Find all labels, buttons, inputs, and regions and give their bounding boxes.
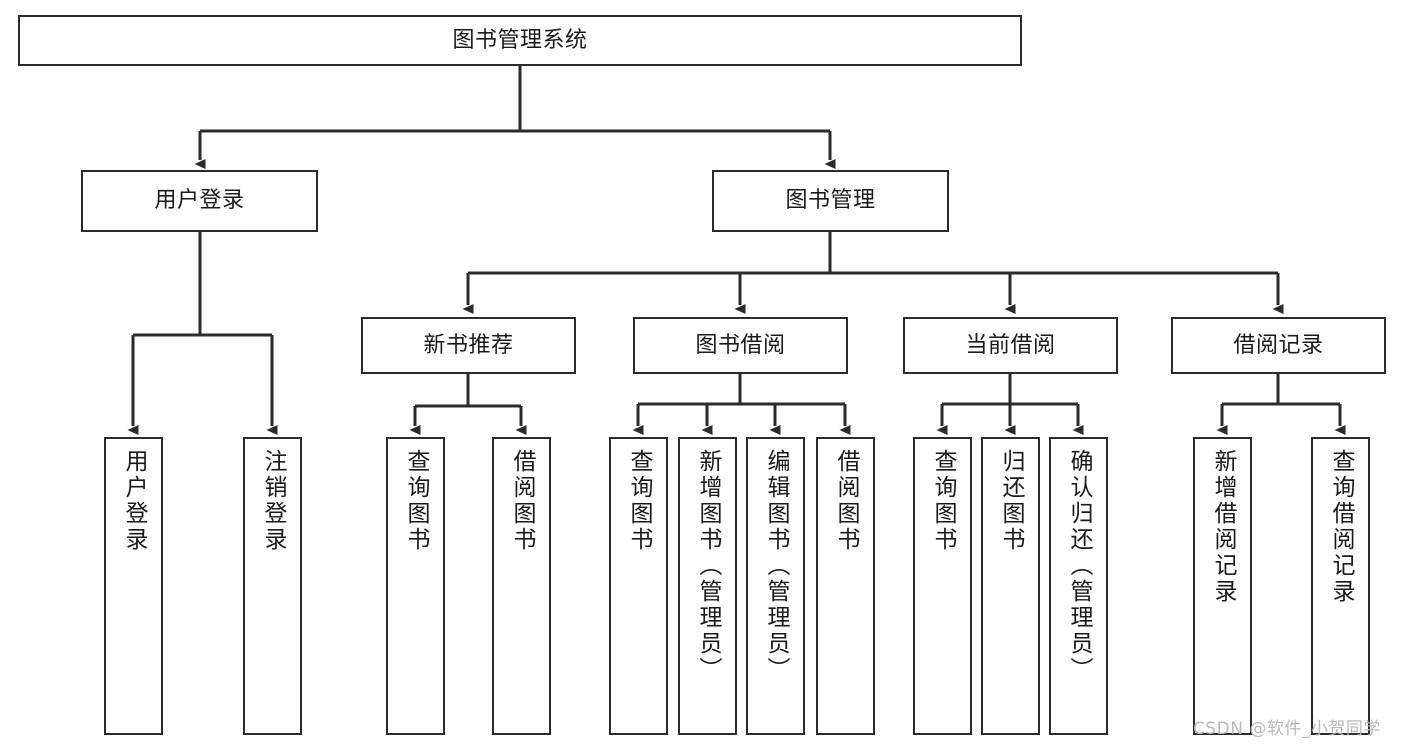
node-label: 借阅图书 [833, 449, 859, 553]
node-label: 图书管理 [785, 188, 876, 214]
node-new-book-recommend[interactable]: 新书推荐 [361, 317, 576, 374]
node-label: 借阅图书 [509, 449, 535, 553]
leaf-current-return-book[interactable]: 归还图书 [981, 437, 1040, 735]
node-label: 图书管理系统 [452, 27, 588, 53]
leaf-borrow-query-book[interactable]: 查询图书 [609, 437, 668, 735]
node-root-system[interactable]: 图书管理系统 [18, 15, 1022, 66]
leaf-borrow-add-book[interactable]: 新增图书（管理员） [678, 437, 737, 735]
node-label: 编辑图书（管理员） [763, 449, 789, 683]
leaf-record-query-record[interactable]: 查询借阅记录 [1311, 437, 1370, 735]
node-label: 归还图书 [998, 449, 1024, 553]
node-borrow-record[interactable]: 借阅记录 [1171, 317, 1386, 374]
leaf-borrow-borrow-book[interactable]: 借阅图书 [816, 437, 875, 735]
leaf-user-login-signout[interactable]: 注销登录 [243, 437, 302, 735]
node-label: 当前借阅 [965, 332, 1056, 358]
node-user-login[interactable]: 用户登录 [81, 170, 318, 232]
leaf-borrow-edit-book[interactable]: 编辑图书（管理员） [746, 437, 805, 735]
node-label: 查询借阅记录 [1328, 449, 1354, 605]
node-label: 查询图书 [626, 449, 652, 553]
node-label: 新增图书（管理员） [695, 449, 721, 683]
leaf-current-confirm-return[interactable]: 确认归还（管理员） [1049, 437, 1108, 735]
node-current-borrow[interactable]: 当前借阅 [903, 317, 1118, 374]
leaf-recommend-borrow-book[interactable]: 借阅图书 [492, 437, 551, 735]
node-label: 注销登录 [260, 449, 286, 553]
leaf-record-add-record[interactable]: 新增借阅记录 [1193, 437, 1252, 735]
node-label: 确认归还（管理员） [1066, 449, 1092, 683]
node-book-management[interactable]: 图书管理 [712, 170, 949, 232]
node-label: 借阅记录 [1233, 332, 1324, 358]
node-book-borrow[interactable]: 图书借阅 [633, 317, 848, 374]
node-label: 用户登录 [154, 188, 245, 214]
node-label: 查询图书 [403, 449, 429, 553]
csdn-watermark: CSDN @软件_小贺同学 [1193, 719, 1381, 739]
node-label: 新增借阅记录 [1210, 449, 1236, 605]
leaf-user-login-signin[interactable]: 用户登录 [104, 437, 163, 735]
node-label: 用户登录 [121, 449, 147, 553]
node-label: 新书推荐 [423, 332, 514, 358]
leaf-current-query-book[interactable]: 查询图书 [913, 437, 972, 735]
node-label: 查询图书 [930, 449, 956, 553]
leaf-recommend-query-book[interactable]: 查询图书 [386, 437, 445, 735]
node-label: 图书借阅 [695, 332, 786, 358]
